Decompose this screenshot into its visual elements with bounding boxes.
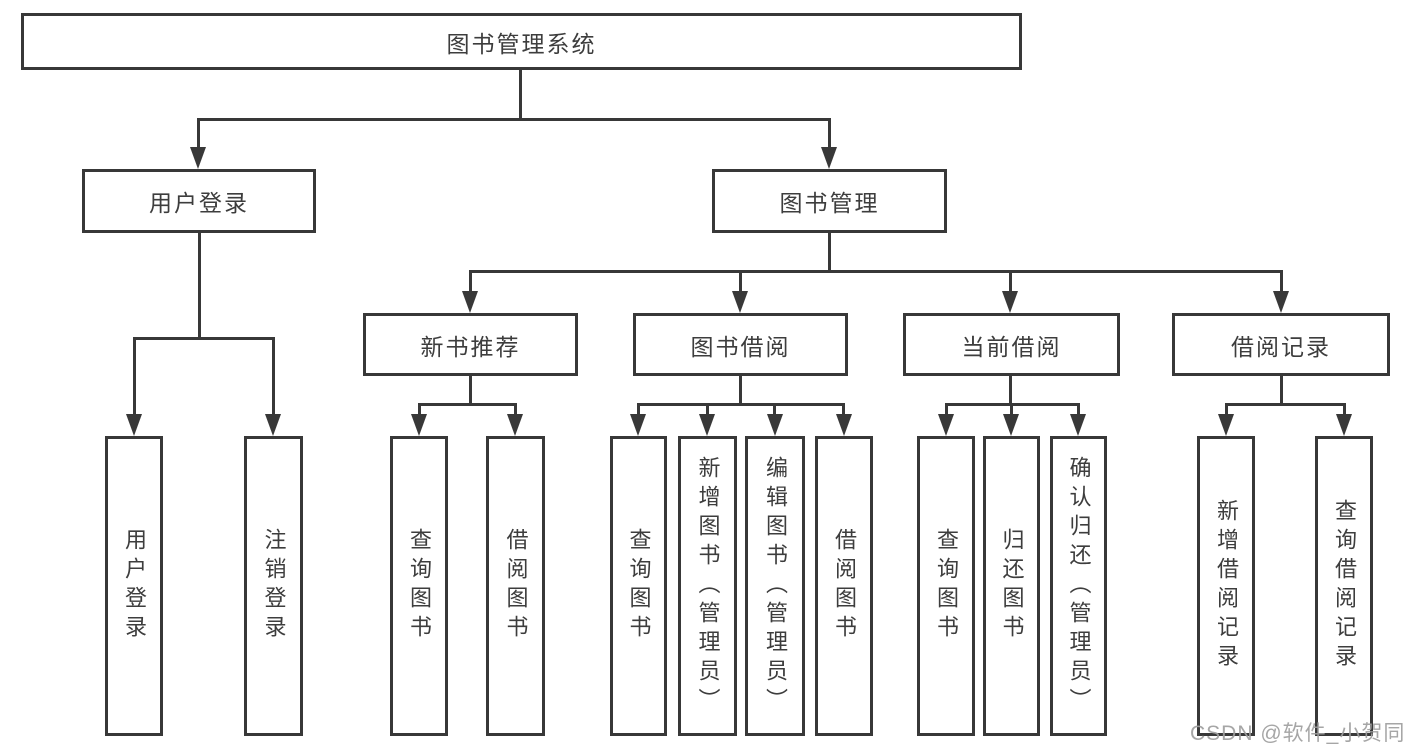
arrowhead (836, 414, 852, 436)
arrowhead (411, 414, 427, 436)
leaf-add-borrow-record: 新增借阅记录 (1197, 436, 1255, 736)
leaf-query-books-current: 查询图书 (917, 436, 975, 736)
leaf-query-borrow-record: 查询借阅记录 (1315, 436, 1373, 736)
connector-line (1280, 376, 1283, 406)
leaf-user-login: 用户登录 (105, 436, 163, 736)
arrowhead (1003, 414, 1019, 436)
leaf-borrow-books-recommend: 借阅图书 (486, 436, 545, 736)
connector-line (418, 403, 517, 406)
connector-line (418, 403, 421, 416)
leaf-query-books-borrow: 查询图书 (610, 436, 667, 736)
connector-line (739, 270, 742, 294)
connector-line (469, 270, 1283, 273)
connector-line (1225, 403, 1346, 406)
connector-line (469, 270, 472, 294)
arrowhead (126, 414, 142, 436)
node-user-login: 用户登录 (82, 169, 316, 233)
leaf-return-books: 归还图书 (983, 436, 1040, 736)
connector-line (1280, 270, 1283, 294)
connector-line (1009, 376, 1012, 406)
watermark: CSDN @软件_小贺同学 (1190, 722, 1405, 745)
node-book-management: 图书管理 (712, 169, 947, 233)
arrowhead (767, 414, 783, 436)
arrowhead (1002, 291, 1018, 313)
connector-line (706, 403, 709, 416)
connector-line (197, 118, 831, 121)
arrowhead (462, 291, 478, 313)
arrowhead (1218, 414, 1234, 436)
arrowhead (190, 147, 206, 169)
arrowhead (1070, 414, 1086, 436)
arrowhead (1273, 291, 1289, 313)
connector-line (637, 403, 845, 406)
connector-line (1010, 403, 1013, 416)
arrowhead (732, 291, 748, 313)
connector-line (1009, 270, 1012, 294)
connector-line (1077, 403, 1080, 416)
connector-line (272, 337, 275, 415)
connector-line (739, 376, 742, 406)
arrowhead (938, 414, 954, 436)
arrowhead (507, 414, 523, 436)
connector-line (828, 233, 831, 273)
leaf-confirm-return-admin: 确认归还（管理员） (1050, 436, 1107, 736)
connector-line (514, 403, 517, 416)
leaf-edit-books-admin: 编辑图书（管理员） (745, 436, 805, 736)
connector-line (828, 118, 831, 151)
node-book-borrow: 图书借阅 (633, 313, 848, 376)
arrowhead (821, 147, 837, 169)
leaf-add-books-admin: 新增图书（管理员） (678, 436, 737, 736)
node-root: 图书管理系统 (21, 13, 1022, 70)
connector-line (197, 118, 200, 151)
node-borrow-records: 借阅记录 (1172, 313, 1390, 376)
leaf-borrow-books: 借阅图书 (815, 436, 873, 736)
connector-line (637, 403, 640, 416)
connector-line (198, 233, 201, 337)
connector-line (469, 376, 472, 406)
leaf-logout: 注销登录 (244, 436, 303, 736)
leaf-query-books-recommend: 查询图书 (390, 436, 448, 736)
arrowhead (265, 414, 281, 436)
connector-line (133, 337, 136, 415)
connector-line (1225, 403, 1228, 416)
connector-line (773, 403, 776, 416)
arrowhead (1336, 414, 1352, 436)
connector-line (133, 337, 275, 340)
connector-line (1343, 403, 1346, 416)
connector-line (842, 403, 845, 416)
arrowhead (630, 414, 646, 436)
node-new-book-recommend: 新书推荐 (363, 313, 578, 376)
arrowhead (699, 414, 715, 436)
connector-line (519, 69, 522, 118)
node-current-borrow: 当前借阅 (903, 313, 1120, 376)
connector-line (945, 403, 948, 416)
